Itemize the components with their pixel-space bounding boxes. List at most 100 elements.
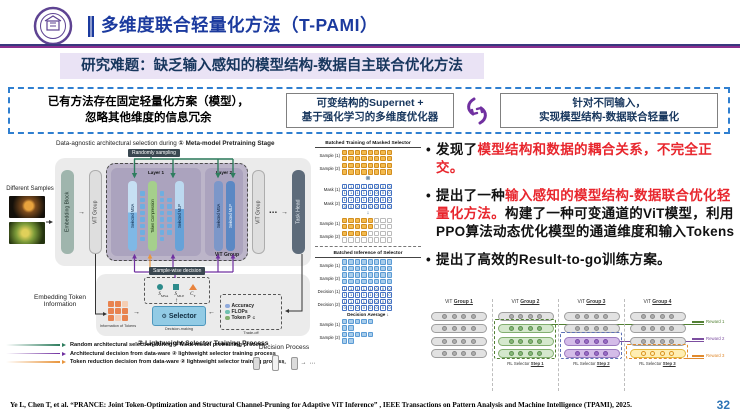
square-grid bbox=[342, 230, 393, 243]
channel-circle bbox=[584, 326, 590, 331]
grid-cell: 1 bbox=[361, 190, 367, 196]
bullet-item: •提出了一种输入感知的模型结构-数据联合优化轻量化方法。构建了一种可变通道的Vi… bbox=[424, 187, 738, 241]
grid-cell bbox=[386, 149, 393, 155]
grid-cell bbox=[342, 169, 348, 175]
vit-group-detail-box: Layer 1 Selected MSA Token Compression S… bbox=[106, 163, 248, 261]
symbol-label: SMSA bbox=[158, 291, 169, 298]
grid-cell bbox=[354, 230, 361, 237]
channel-pill bbox=[563, 311, 620, 321]
channel-pill bbox=[563, 336, 620, 346]
token-square bbox=[140, 217, 145, 222]
square-grid bbox=[342, 217, 393, 230]
grid-cell bbox=[354, 217, 361, 224]
selector-symbols-shapes bbox=[157, 283, 197, 290]
grid-cell bbox=[361, 265, 367, 271]
grid-cell: 0 bbox=[386, 305, 393, 311]
grid-cell bbox=[348, 338, 354, 344]
channel-pill bbox=[497, 311, 554, 321]
grid-block: Sample (2) bbox=[315, 162, 421, 175]
otimes-symbol: ⊗ bbox=[365, 175, 371, 183]
flops-icon bbox=[225, 309, 230, 315]
flow-arrow: ← bbox=[208, 309, 215, 316]
grid-cell bbox=[367, 162, 373, 169]
token-cell bbox=[115, 301, 121, 307]
token-grid-row bbox=[108, 315, 128, 321]
token-cell bbox=[122, 308, 128, 314]
key-findings: •发现了模型结构和数据的耦合关系，不完全正交。•提出了一种输入感知的模型结构-数… bbox=[424, 141, 738, 279]
square-grid bbox=[342, 332, 373, 344]
channel-pill bbox=[497, 324, 554, 333]
channel-circle bbox=[650, 338, 656, 344]
grid-cell: 0 bbox=[373, 190, 380, 196]
reward-item: Reward 2 bbox=[692, 336, 724, 341]
grid-label: Sample (1) bbox=[319, 262, 340, 268]
channel-circle bbox=[593, 338, 599, 344]
grid-cell bbox=[348, 332, 354, 338]
legend-arrow-line bbox=[6, 344, 60, 346]
channel-pill bbox=[497, 336, 554, 346]
grid-cell: 0 bbox=[380, 305, 386, 311]
grid-cell: 1 bbox=[342, 292, 348, 298]
grid-row bbox=[342, 224, 393, 230]
grid-cell: 1 bbox=[348, 292, 354, 298]
channel-circle bbox=[574, 313, 580, 319]
channel-circle bbox=[451, 338, 457, 344]
grid-cell: 0 bbox=[386, 190, 393, 196]
grid-cell bbox=[373, 259, 380, 265]
token-square bbox=[167, 197, 172, 202]
grid-cell: 0 bbox=[354, 203, 361, 210]
symbol-label: SMLP bbox=[174, 291, 185, 298]
reward-label: Reward 1 bbox=[706, 319, 725, 324]
square-grid bbox=[342, 162, 393, 175]
channel-circle bbox=[593, 326, 599, 331]
sample-wise-decision-label: Sample-wise decision bbox=[149, 267, 206, 275]
channel-circle bbox=[518, 351, 524, 356]
layer1-label: Layer 1 bbox=[147, 170, 165, 175]
token-squares-column bbox=[167, 197, 172, 235]
channel-circle bbox=[603, 351, 609, 356]
channel-pill bbox=[431, 349, 487, 358]
decision-process-row: → → → ⋯ bbox=[236, 355, 332, 371]
grid-cell bbox=[386, 155, 393, 162]
grid-cell bbox=[354, 169, 361, 175]
token-cell bbox=[122, 301, 128, 307]
reward-label: Reward 3 bbox=[706, 353, 725, 358]
grid-cell bbox=[342, 237, 348, 243]
channel-pill bbox=[497, 349, 554, 358]
channel-circle bbox=[640, 338, 646, 344]
grid-cell bbox=[361, 272, 367, 278]
grid-cell: 1 bbox=[348, 197, 354, 203]
decision-process-label: Decision Process bbox=[258, 344, 310, 351]
flow-arrow: → bbox=[300, 360, 307, 366]
grid-label: Mask (2) bbox=[323, 200, 340, 206]
square-grid bbox=[342, 272, 393, 285]
grid-row bbox=[342, 278, 393, 285]
grid-cell: 0 bbox=[342, 305, 348, 311]
token-cell bbox=[108, 315, 114, 321]
grid-cell: 0 bbox=[386, 292, 393, 298]
channel-circle bbox=[650, 313, 656, 319]
grid-cell bbox=[373, 217, 380, 224]
grid-row bbox=[342, 259, 393, 265]
grid-row bbox=[342, 265, 393, 271]
channel-circle bbox=[527, 338, 533, 344]
grid-cell bbox=[354, 149, 361, 155]
vit-group-title: ViT Group 4 bbox=[643, 299, 672, 305]
grid-cell bbox=[386, 259, 393, 265]
channel-circle bbox=[508, 338, 514, 344]
rl-step-box bbox=[626, 344, 688, 359]
grid-cell bbox=[354, 278, 361, 285]
channel-pill bbox=[629, 324, 686, 333]
grid-row bbox=[342, 325, 373, 331]
legend-text: Random architectural selection during ① … bbox=[70, 342, 265, 348]
flow-arrow: → bbox=[262, 360, 269, 366]
channel-circle bbox=[518, 338, 524, 344]
grid-cell bbox=[348, 224, 354, 230]
grid-cell bbox=[342, 224, 348, 230]
grid-cell bbox=[348, 325, 354, 331]
